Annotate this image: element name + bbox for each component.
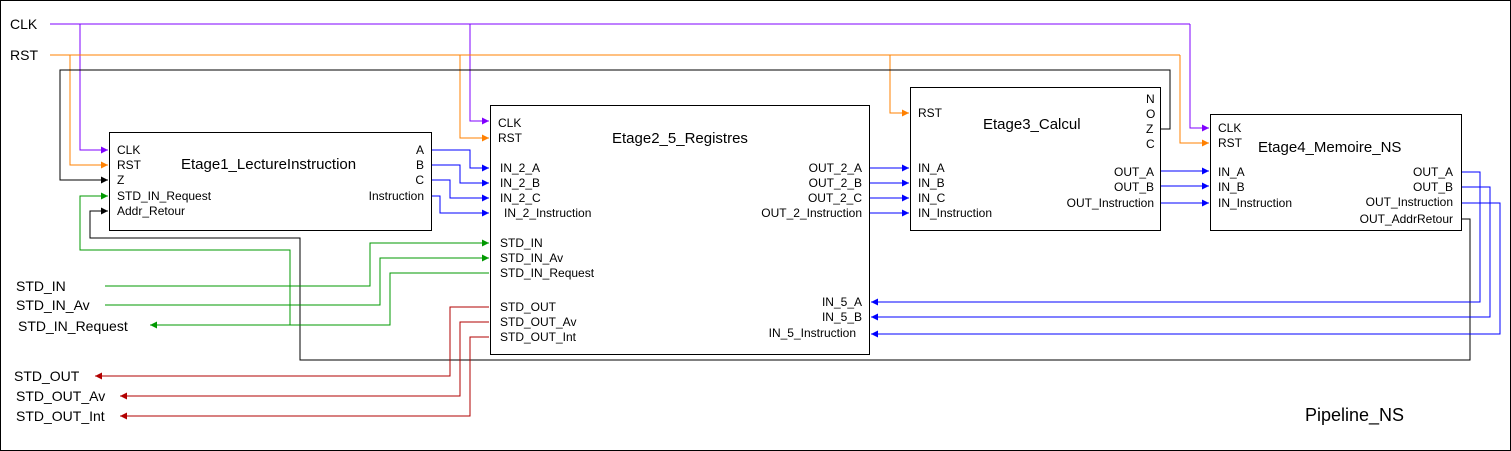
stage1-to-stage2-net (432, 149, 489, 217)
stage2-port-std-out: STD_OUT (500, 300, 557, 314)
stage2-port-std-in: STD_IN (500, 236, 543, 250)
writeback-net (871, 171, 1501, 338)
stage2-to-stage3-net (870, 164, 909, 217)
clk-net (50, 23, 1209, 154)
stage2-port-in-2-c: IN_2_C (500, 191, 541, 205)
std-out-av-label: STD_OUT_Av (16, 388, 106, 404)
stage4-title: Etage4_Memoire_NS (1258, 139, 1402, 156)
stage2-port-out-2-b: OUT_2_B (808, 176, 862, 190)
std-in-label: STD_IN (16, 278, 66, 294)
stage2-port-out-2-instruction: OUT_2_Instruction (761, 206, 862, 220)
stage1-port-std-in-request: STD_IN_Request (117, 189, 212, 203)
stage1-block (109, 132, 432, 231)
stage2-port-out-2-c: OUT_2_C (807, 191, 862, 205)
stage1-port-rst: RST (117, 158, 141, 172)
std-out-net (95, 306, 489, 420)
stage2-port-std-out-int: STD_OUT_Int (500, 330, 577, 344)
stage4-port-out-addr-retour: OUT_AddrRetour (1359, 212, 1453, 226)
stage2-port-in-5-a: IN_5_A (821, 295, 862, 309)
stage4-port-rst: RST (1218, 136, 1242, 150)
rst-net (50, 54, 1209, 169)
stage2-port-in-2-instruction: IN_2_Instruction (504, 206, 592, 220)
stage2-port-std-in-request: STD_IN_Request (500, 266, 595, 280)
clk-label: CLK (10, 16, 38, 32)
stage3-port-in-a: IN_A (918, 161, 945, 175)
stage3-flag-o: O (1146, 107, 1156, 121)
stage2-port-std-in-av: STD_IN_Av (500, 251, 564, 265)
stage4-port-out-a: OUT_A (1412, 165, 1453, 179)
stage1-title: Etage1_LectureInstruction (181, 156, 357, 173)
stage2-port-in-5-instruction: IN_5_Instruction (768, 326, 856, 340)
stage2-title: Etage2_5_Registres (612, 130, 748, 147)
stage3-flag-n: N (1146, 92, 1155, 106)
stage2-port-out-2-a: OUT_2_A (808, 161, 862, 175)
stage4-port-in-a: IN_A (1218, 165, 1245, 179)
stage2-port-clk: CLK (498, 116, 522, 130)
stage1-port-b: B (415, 158, 424, 172)
stage3-port-out-b: OUT_B (1113, 180, 1154, 194)
stage4-port-out-instruction: OUT_Instruction (1365, 195, 1453, 209)
stage4-port-in-b: IN_B (1218, 180, 1245, 194)
stage2-block (490, 105, 870, 355)
stage3-to-stage4-net (1161, 167, 1209, 207)
stage3-flag-z: Z (1146, 122, 1154, 136)
std-in-net (79, 192, 489, 329)
stage4-block (1210, 114, 1462, 231)
stage2-port-rst: RST (498, 131, 522, 145)
stage2-port-std-out-av: STD_OUT_Av (500, 315, 577, 329)
std-out-int-label: STD_OUT_Int (16, 408, 105, 424)
stage3-block (910, 87, 1161, 231)
stage1-port-a: A (415, 143, 424, 157)
stage4-port-clk: CLK (1218, 121, 1242, 135)
stage3-port-rst: RST (918, 106, 942, 120)
stage3-flag-c: C (1146, 137, 1155, 151)
stage2-port-in-2-a: IN_2_A (500, 161, 541, 175)
diagram-title: Pipeline_NS (1305, 405, 1405, 425)
stage2-port-in-5-b: IN_5_B (821, 310, 862, 324)
stage3-port-out-a: OUT_A (1113, 165, 1154, 179)
z-flag-net (59, 69, 1171, 184)
stage3-port-in-instruction: IN_Instruction (918, 206, 993, 220)
stage3-port-in-c: IN_C (918, 191, 946, 205)
stage2-port-in-2-b: IN_2_B (500, 176, 541, 190)
stage3-title: Etage3_Calcul (983, 116, 1081, 133)
stage4-port-out-b: OUT_B (1412, 180, 1453, 194)
stage1-port-addr-retour: Addr_Retour (117, 204, 186, 218)
std-out-label: STD_OUT (14, 368, 80, 384)
addr-retour-net (89, 207, 1471, 361)
stage1-port-z: Z (117, 173, 125, 187)
stage3-port-in-b: IN_B (918, 176, 945, 190)
std-in-av-label: STD_IN_Av (16, 297, 90, 313)
rst-label: RST (10, 47, 38, 63)
stage4-port-in-instruction: IN_Instruction (1218, 196, 1293, 210)
stage1-port-instruction: Instruction (368, 189, 424, 203)
stage1-port-clk: CLK (117, 143, 141, 157)
stage3-port-out-instruction: OUT_Instruction (1066, 196, 1154, 210)
std-in-request-label: STD_IN_Request (18, 318, 128, 334)
stage1-port-c: C (415, 173, 424, 187)
